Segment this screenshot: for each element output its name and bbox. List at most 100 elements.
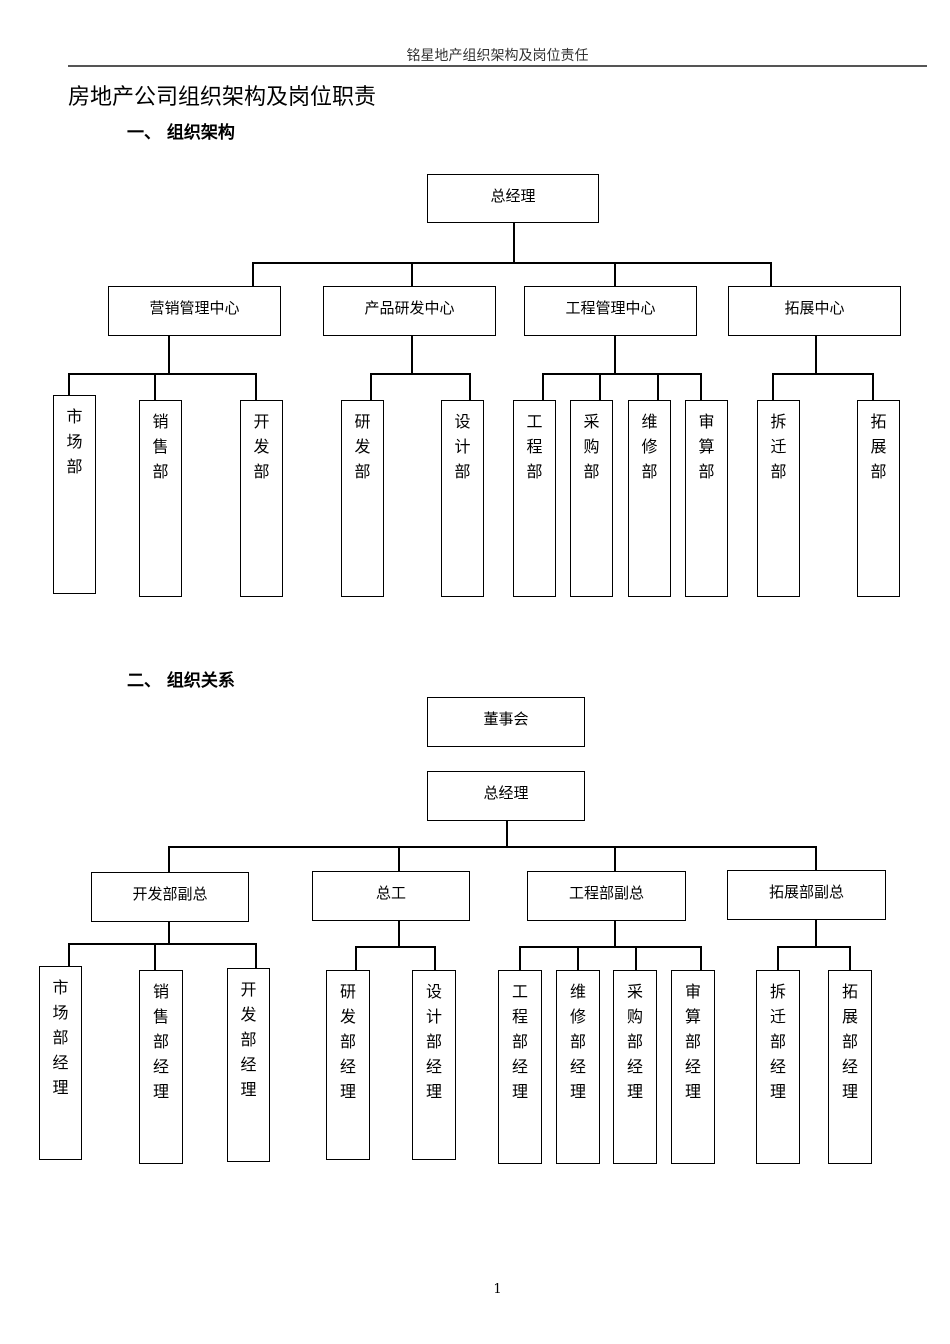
connector-line	[777, 946, 779, 970]
org-leaf-label: 采购部经理	[626, 982, 643, 1101]
vice-manager-box: 总工	[312, 871, 470, 921]
header-divider	[68, 65, 927, 67]
vice-manager-box: 拓展部副总	[727, 870, 886, 920]
connector-line	[657, 373, 659, 400]
connector-line	[849, 946, 851, 970]
org-leaf-box: 市场部	[53, 395, 96, 594]
page-header: 铭星地产组织架构及岗位责任	[406, 48, 589, 64]
connector-line	[255, 943, 257, 968]
org-leaf-label: 拆迁部经理	[769, 982, 786, 1101]
org-center-box: 产品研发中心	[323, 286, 496, 336]
org-leaf-box: 拆迁部	[757, 400, 800, 597]
connector-line	[398, 846, 400, 871]
org-leaf-label: 设计部经理	[425, 982, 442, 1101]
connector-line	[513, 223, 515, 262]
connector-line	[614, 262, 616, 286]
board-box: 董事会	[427, 697, 585, 747]
org-leaf-label: 工程部经理	[511, 982, 528, 1101]
org-leaf-box: 销售部	[139, 400, 182, 597]
org-leaf-label: 市场部	[66, 407, 83, 476]
connector-line	[469, 373, 471, 400]
connector-line	[434, 946, 436, 970]
connector-line	[872, 373, 874, 400]
org-leaf-box: 采购部经理	[613, 970, 657, 1164]
connector-line	[168, 336, 170, 373]
connector-line	[519, 946, 521, 970]
org-leaf-label: 审算部经理	[684, 982, 701, 1101]
org-leaf-box: 设计部	[441, 400, 484, 597]
connector-line	[68, 373, 70, 395]
page-number: 1	[493, 1282, 502, 1297]
connector-line	[355, 946, 357, 970]
connector-line	[411, 262, 413, 286]
connector-line	[519, 946, 700, 948]
org-leaf-box: 研发部经理	[326, 970, 370, 1160]
org-leaf-box: 拓展部经理	[828, 970, 872, 1164]
connector-line	[614, 336, 616, 373]
org-leaf-label: 拓展部	[870, 412, 887, 481]
connector-line	[614, 846, 616, 871]
org-leaf-box: 采购部	[570, 400, 613, 597]
org-leaf-label: 拆迁部	[770, 412, 787, 481]
org-leaf-label: 研发部经理	[339, 982, 356, 1101]
org-leaf-box: 设计部经理	[412, 970, 456, 1160]
connector-line	[252, 262, 254, 286]
section-heading-relations: 二、 组织关系	[127, 671, 235, 691]
org-leaf-box: 市场部经理	[39, 966, 82, 1160]
connector-line	[700, 946, 702, 970]
connector-line	[154, 943, 156, 970]
connector-line	[168, 846, 815, 848]
connector-line	[168, 846, 170, 872]
org-leaf-box: 销售部经理	[139, 970, 183, 1164]
connector-line	[542, 373, 544, 400]
connector-line	[255, 373, 257, 400]
org-leaf-label: 销售部	[152, 412, 169, 481]
org-leaf-box: 拓展部	[857, 400, 900, 597]
org-leaf-box: 开发部	[240, 400, 283, 597]
org-leaf-label: 研发部	[354, 412, 371, 481]
org-leaf-box: 开发部经理	[227, 968, 270, 1162]
connector-line	[398, 921, 400, 946]
connector-line	[370, 373, 372, 400]
connector-line	[777, 946, 849, 948]
org-leaf-label: 维修部经理	[569, 982, 586, 1101]
connector-line	[614, 921, 616, 946]
connector-line	[700, 373, 702, 400]
org-leaf-label: 销售部经理	[152, 982, 169, 1101]
general-manager-box: 总经理	[427, 771, 585, 821]
connector-line	[770, 262, 772, 286]
connector-line	[411, 336, 413, 373]
org-center-box: 营销管理中心	[108, 286, 281, 336]
document-title: 房地产公司组织架构及岗位职责	[68, 85, 377, 110]
connector-line	[577, 946, 579, 970]
connector-line	[506, 821, 508, 846]
connector-line	[370, 373, 469, 375]
org-leaf-box: 审算部	[685, 400, 728, 597]
connector-line	[68, 373, 255, 375]
vice-manager-box: 开发部副总	[91, 872, 249, 922]
org-leaf-box: 研发部	[341, 400, 384, 597]
org-leaf-label: 审算部	[698, 412, 715, 481]
org-leaf-label: 拓展部经理	[841, 982, 858, 1101]
org-leaf-label: 市场部经理	[52, 978, 69, 1097]
org-leaf-label: 采购部	[583, 412, 600, 481]
connector-line	[154, 373, 156, 400]
connector-line	[355, 946, 434, 948]
org-center-box: 工程管理中心	[524, 286, 697, 336]
connector-line	[815, 846, 817, 870]
org-leaf-label: 工程部	[526, 412, 543, 481]
connector-line	[815, 920, 817, 946]
org-leaf-box: 审算部经理	[671, 970, 715, 1164]
org-leaf-label: 开发部经理	[240, 980, 257, 1099]
connector-line	[68, 943, 70, 966]
org-leaf-label: 维修部	[641, 412, 658, 481]
org-top-box: 总经理	[427, 174, 599, 223]
connector-line	[815, 336, 817, 373]
connector-line	[635, 946, 637, 970]
connector-line	[168, 922, 170, 943]
org-leaf-label: 开发部	[253, 412, 270, 481]
org-leaf-box: 维修部	[628, 400, 671, 597]
connector-line	[252, 262, 770, 264]
connector-line	[542, 373, 700, 375]
org-leaf-box: 工程部	[513, 400, 556, 597]
